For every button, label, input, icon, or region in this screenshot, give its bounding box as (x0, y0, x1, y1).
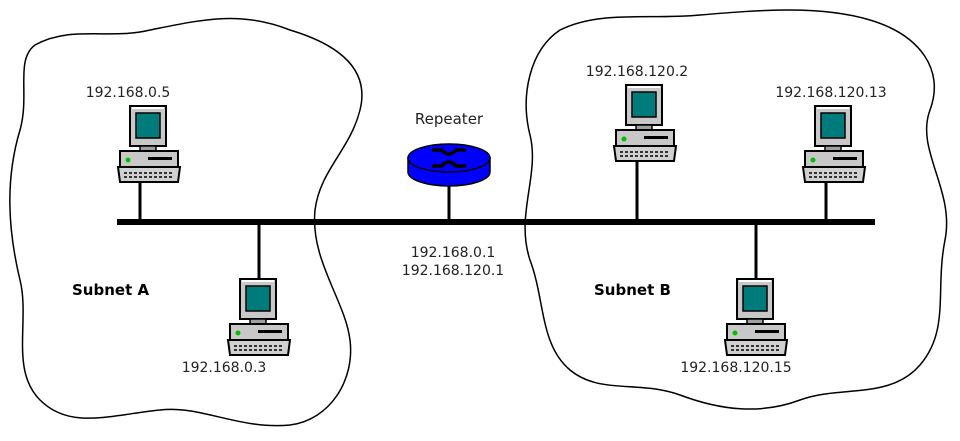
computer-icon[interactable] (613, 84, 677, 162)
computer-icon[interactable] (724, 278, 788, 356)
subnet-b-label: Subnet B (594, 281, 671, 299)
repeater-ip-a: 192.168.0.1 (411, 245, 496, 261)
repeater-label: Repeater (415, 110, 484, 128)
host-ip-label: 192.168.0.5 (86, 85, 171, 101)
host-ip-label: 192.168.120.2 (586, 64, 688, 80)
computer-icon[interactable] (117, 105, 181, 183)
computer-icon[interactable] (227, 278, 291, 356)
subnet-a-boundary (9, 17, 363, 427)
repeater-ip-b: 192.168.120.1 (402, 263, 504, 279)
computer-icon[interactable] (802, 105, 866, 183)
host-ip-label: 192.168.120.15 (680, 360, 791, 376)
subnet-b-boundary (524, 9, 948, 410)
subnet-a-label: Subnet A (72, 281, 149, 299)
host-ip-label: 192.168.0.3 (182, 360, 267, 376)
host-links (138, 160, 828, 278)
repeater-icon[interactable] (407, 143, 491, 187)
host-ip-label: 192.168.120.13 (775, 85, 886, 101)
network-bus (117, 219, 875, 225)
